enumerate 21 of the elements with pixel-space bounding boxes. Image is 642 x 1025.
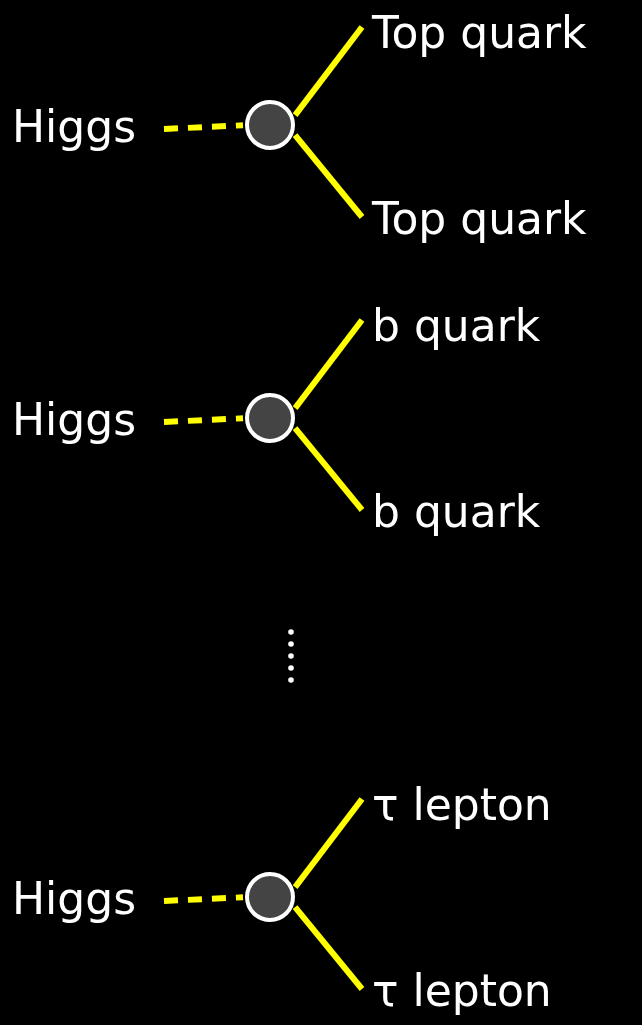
vertex-circle: [245, 872, 295, 922]
fermion-line: [292, 426, 365, 512]
dashed-line: [163, 122, 244, 132]
particle-label: τ lepton: [372, 965, 553, 1017]
particle-label: Higgs: [12, 394, 138, 446]
fermion-line: [292, 318, 365, 410]
dashed-line: [163, 894, 244, 904]
particle-label: b quark: [372, 486, 542, 538]
particle-label: Higgs: [12, 873, 138, 925]
fermion-line: [292, 25, 365, 117]
dashed-line: [163, 415, 244, 425]
particle-label: b quark: [372, 300, 542, 352]
vertex-circle: [245, 100, 295, 150]
fermion-line: [292, 905, 365, 991]
particle-label: τ lepton: [372, 779, 553, 831]
fermion-line: [292, 797, 365, 889]
particle-label: Top quark: [372, 193, 588, 245]
fermion-line: [292, 133, 365, 219]
vertex-circle: [245, 393, 295, 443]
particle-label: Top quark: [372, 7, 588, 59]
particle-label: Higgs: [12, 101, 138, 153]
